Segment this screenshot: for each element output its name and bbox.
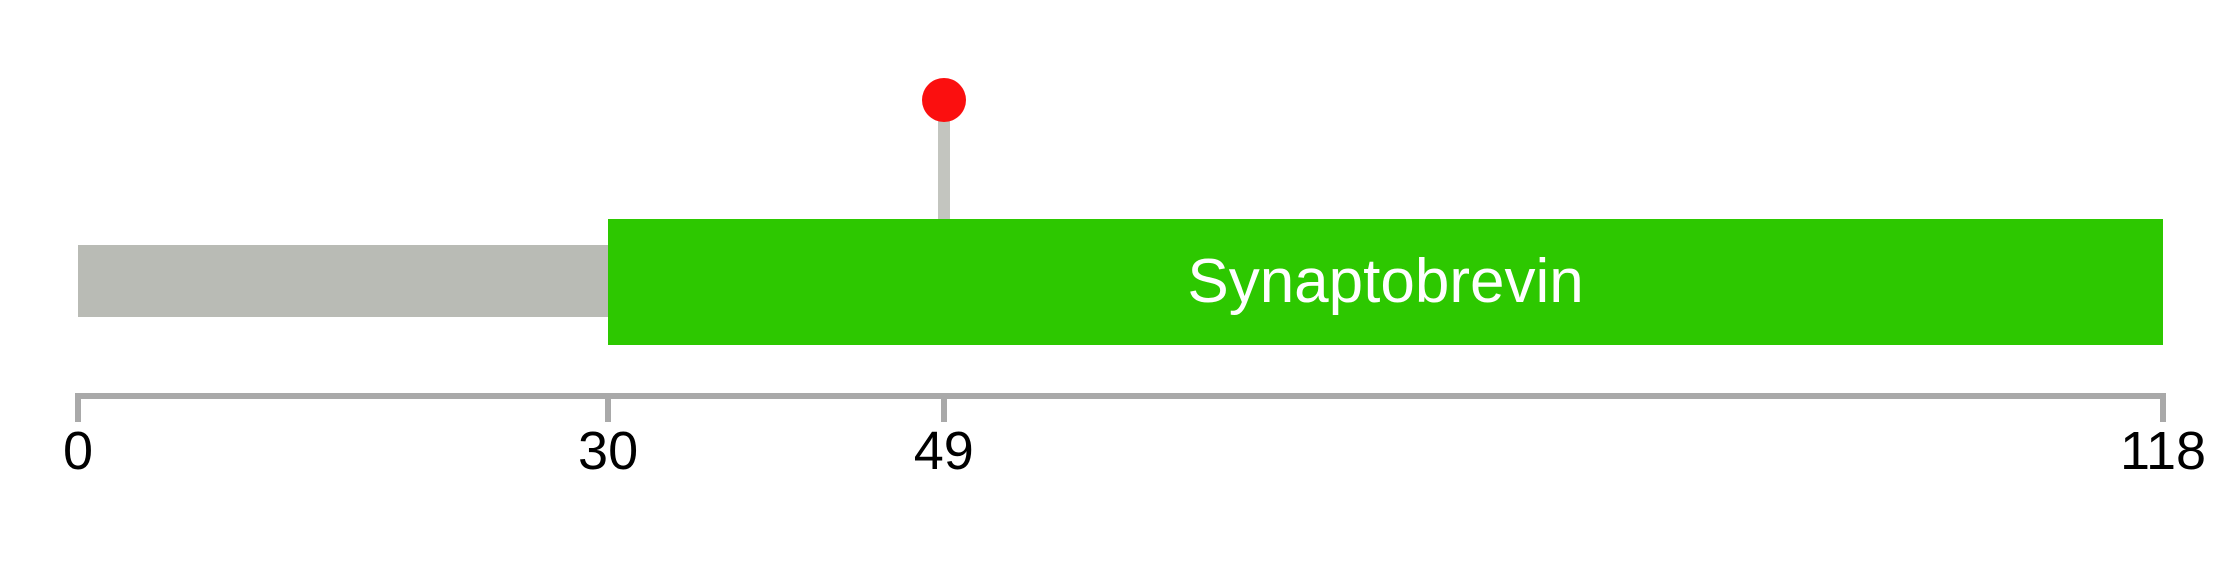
mutation-stem <box>937 100 950 219</box>
axis-line <box>75 393 2166 399</box>
axis-tick-label: 0 <box>62 421 94 481</box>
axis-tick-label: 49 <box>913 421 974 481</box>
domain-rect: Synaptobrevin <box>608 219 2163 345</box>
axis-tick-label: 118 <box>2119 421 2207 481</box>
mutation-circle <box>921 78 966 122</box>
axis-tick <box>75 393 81 422</box>
axis-tick <box>605 393 612 422</box>
axis-tick-label: 30 <box>578 421 639 481</box>
domain-label: Synaptobrevin <box>1187 247 1584 316</box>
axis-tick <box>940 393 947 422</box>
axis-tick <box>2160 393 2166 422</box>
